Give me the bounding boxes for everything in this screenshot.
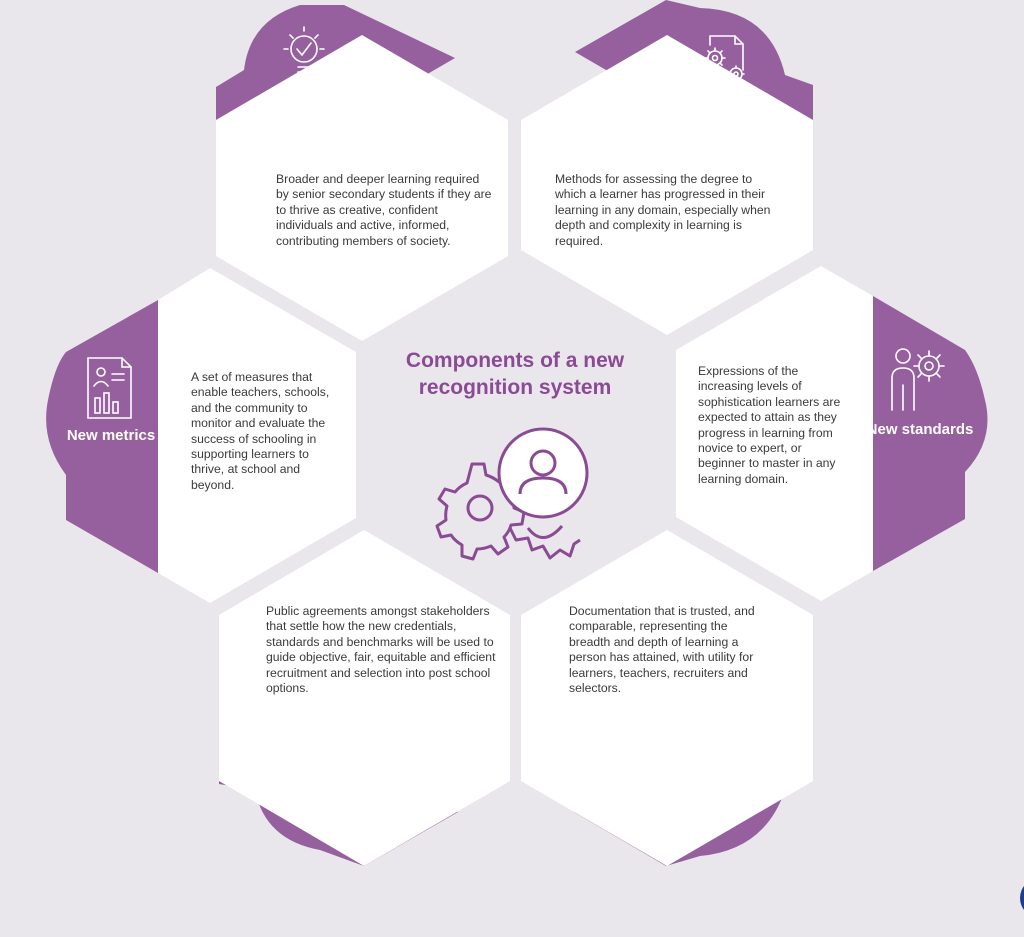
description-learning-ambitions: Broader and deeper learning required by … xyxy=(276,172,492,248)
report-chart-icon xyxy=(87,357,132,419)
label-metrics: New metrics xyxy=(66,427,156,444)
label-credentials: New credentials xyxy=(649,797,765,814)
label-assessments: New assessments xyxy=(648,93,792,129)
diagram-title: Components of a new recognition system xyxy=(380,347,650,401)
lobe-metrics xyxy=(46,300,158,573)
title-line1: Components of a new xyxy=(405,349,625,372)
hex-learning-ambitions xyxy=(216,35,508,341)
hex-credentials xyxy=(521,530,813,866)
person-circle xyxy=(497,427,589,519)
person-gear-icon xyxy=(891,348,945,411)
page-corner-badge xyxy=(1020,886,1024,910)
gears-person-icon xyxy=(435,427,589,561)
id-card-icon xyxy=(688,739,742,785)
label-assessments-line2: assessments xyxy=(672,111,768,128)
label-assessments-line1: New xyxy=(704,93,736,110)
label-learning-ambitions-line2: ambitions xyxy=(272,111,344,128)
label-pacts: New pacts xyxy=(290,797,366,814)
description-pacts: Public agreements amongst stakeholders t… xyxy=(266,604,496,696)
title-line2: recognition system xyxy=(418,376,612,399)
description-metrics: A set of measures that enable teachers, … xyxy=(191,370,330,492)
description-credentials: Documentation that is trusted, and compa… xyxy=(569,604,755,696)
hex-standards xyxy=(676,266,873,601)
hex-assessments xyxy=(521,35,813,335)
people-exchange-icon xyxy=(290,732,338,787)
label-standards: New standards xyxy=(866,421,974,438)
document-gears-icon xyxy=(704,35,745,83)
label-learning-ambitions: New learning ambitions xyxy=(236,93,380,129)
lobe-standards xyxy=(873,296,988,571)
small-gear xyxy=(508,527,581,560)
description-standards: Expressions of the increasing levels of … xyxy=(698,364,841,486)
label-learning-ambitions-line1: New learning xyxy=(261,93,355,110)
hex-metrics xyxy=(158,268,356,603)
lightbulb-icon xyxy=(283,26,325,78)
hex-pacts xyxy=(219,530,510,866)
description-assessments: Methods for assessing the degree to whic… xyxy=(555,172,771,248)
